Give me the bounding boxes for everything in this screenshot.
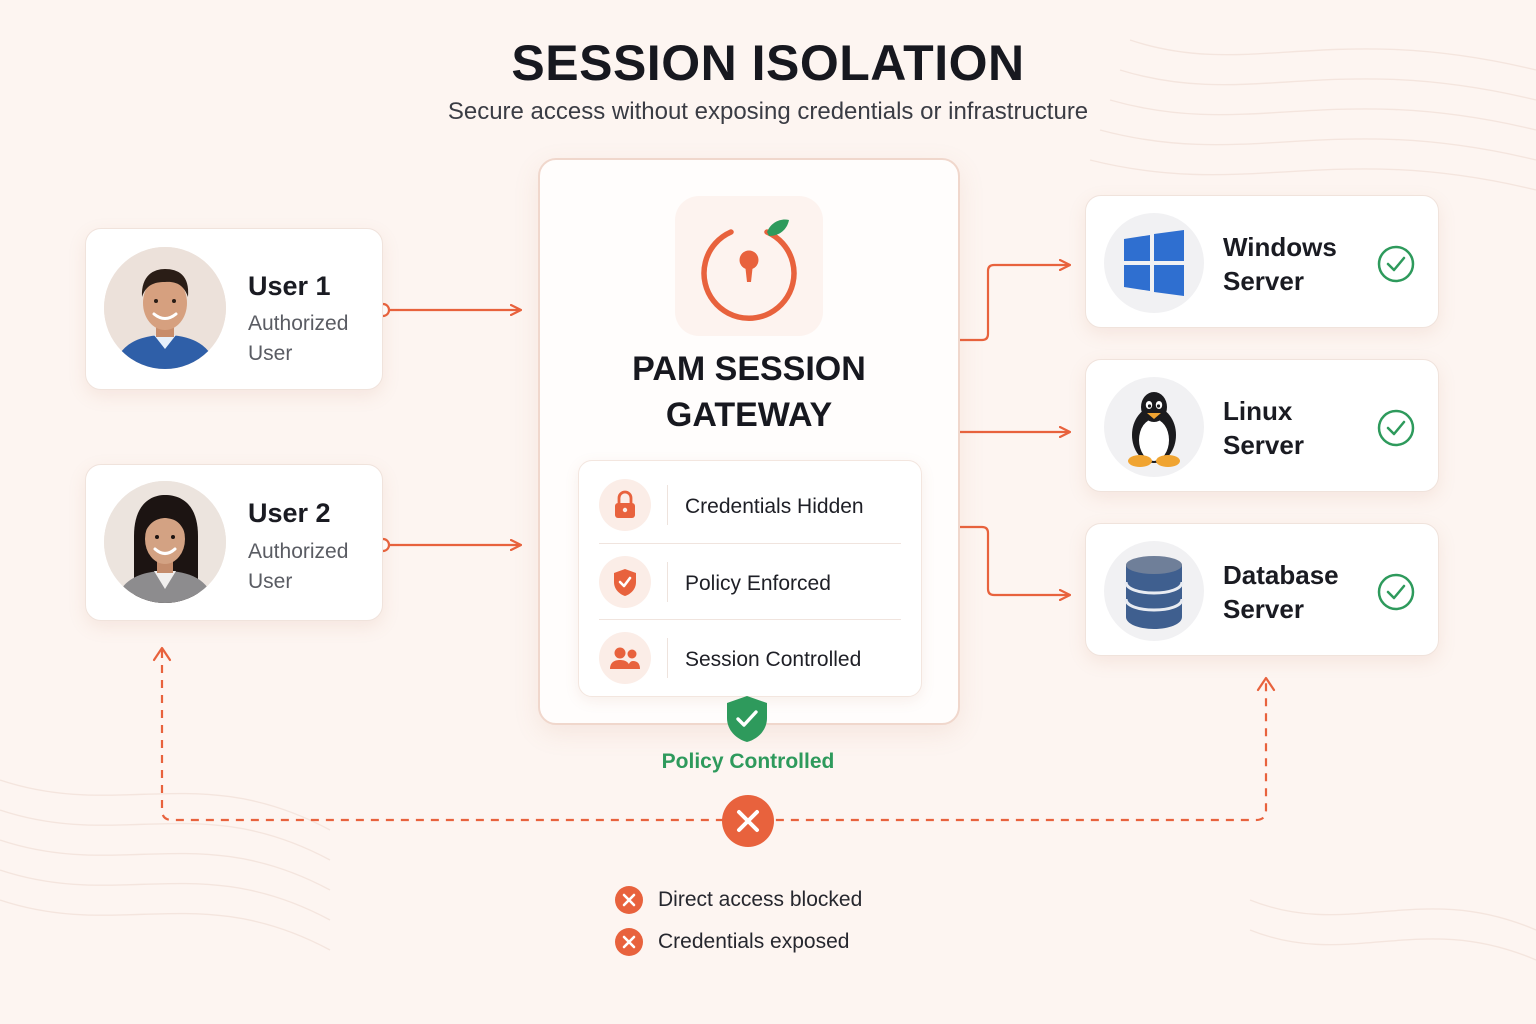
legend-label: Credentials exposed — [658, 930, 850, 953]
user-card-1[interactable]: User 1 Authorized User — [85, 228, 383, 390]
linux-tux-icon — [1104, 377, 1204, 477]
check-circle-icon — [1377, 245, 1415, 283]
user-name: User 1 — [248, 271, 331, 301]
users-icon — [599, 632, 651, 684]
policy-shield-icon — [727, 696, 767, 742]
page-title: SESSION ISOLATION — [511, 35, 1025, 91]
server-card-windows[interactable]: Windows Server — [1085, 195, 1439, 328]
server-card-database[interactable]: Database Server — [1085, 523, 1439, 656]
divider — [599, 543, 901, 544]
feature-session-controlled: Session Controlled — [579, 618, 921, 694]
gateway-logo-tile — [675, 196, 823, 336]
user-card-2[interactable]: User 2 Authorized User — [85, 464, 383, 621]
feature-label: Credentials Hidden — [685, 495, 864, 518]
gateway-features: Credentials Hidden Policy Enforced — [578, 460, 922, 697]
user-role: Authorized User — [248, 540, 349, 593]
windows-logo-icon — [1104, 213, 1204, 313]
feature-label: Session Controlled — [685, 648, 862, 671]
avatar-user-1 — [104, 247, 226, 369]
feature-credentials-hidden: Credentials Hidden — [579, 465, 921, 541]
server-name: Database Server — [1223, 560, 1339, 624]
lock-icon — [599, 479, 651, 531]
legend-label: Direct access blocked — [658, 888, 863, 911]
page-subtitle: Secure access without exposing credentia… — [447, 98, 1089, 125]
gateway-title: PAM SESSION GATEWAY — [632, 350, 866, 434]
arrow-gateway-to-windows — [958, 265, 1069, 342]
check-circle-icon — [1377, 573, 1415, 611]
x-circle-icon — [615, 928, 643, 956]
arrow-gateway-to-database — [958, 525, 1069, 595]
feature-policy-enforced: Policy Enforced — [579, 542, 921, 618]
blocked-x-icon — [722, 795, 774, 847]
pam-session-gateway: PAM SESSION GATEWAY Credentials Hidden — [538, 158, 960, 725]
server-name: Linux Server — [1223, 396, 1304, 460]
server-name: Windows Server — [1223, 232, 1337, 296]
x-circle-icon — [615, 886, 643, 914]
database-icon — [1104, 541, 1204, 641]
user-role: Authorized User — [248, 312, 349, 365]
avatar-user-2 — [104, 481, 226, 603]
policy-controlled-label: Policy Controlled — [661, 750, 835, 773]
server-card-linux[interactable]: Linux Server — [1085, 359, 1439, 492]
check-circle-icon — [1377, 409, 1415, 447]
feature-label: Policy Enforced — [685, 572, 831, 595]
keyhole-logo-icon — [701, 219, 797, 321]
shield-check-icon — [599, 556, 651, 608]
user-name: User 2 — [248, 498, 331, 528]
divider — [599, 619, 901, 620]
